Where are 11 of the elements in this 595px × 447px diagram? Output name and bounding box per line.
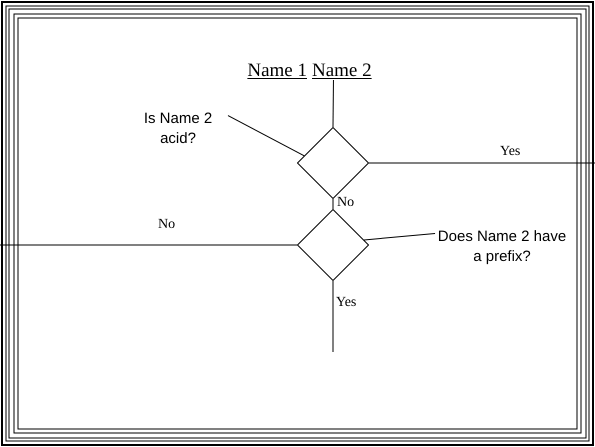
connector-line [0, 244, 298, 246]
heading-text: Name 1 [247, 61, 307, 80]
connector-line [332, 280, 334, 352]
leader-line [228, 115, 305, 156]
connector-line [368, 162, 595, 164]
leader-line [363, 233, 436, 240]
question-text: Is Name 2 acid? [142, 109, 214, 149]
connector-line [332, 80, 334, 128]
question-text: Does Name 2 have a prefix? [437, 227, 567, 267]
heading-text: Name 2 [312, 61, 372, 80]
connector-line [332, 198, 334, 210]
